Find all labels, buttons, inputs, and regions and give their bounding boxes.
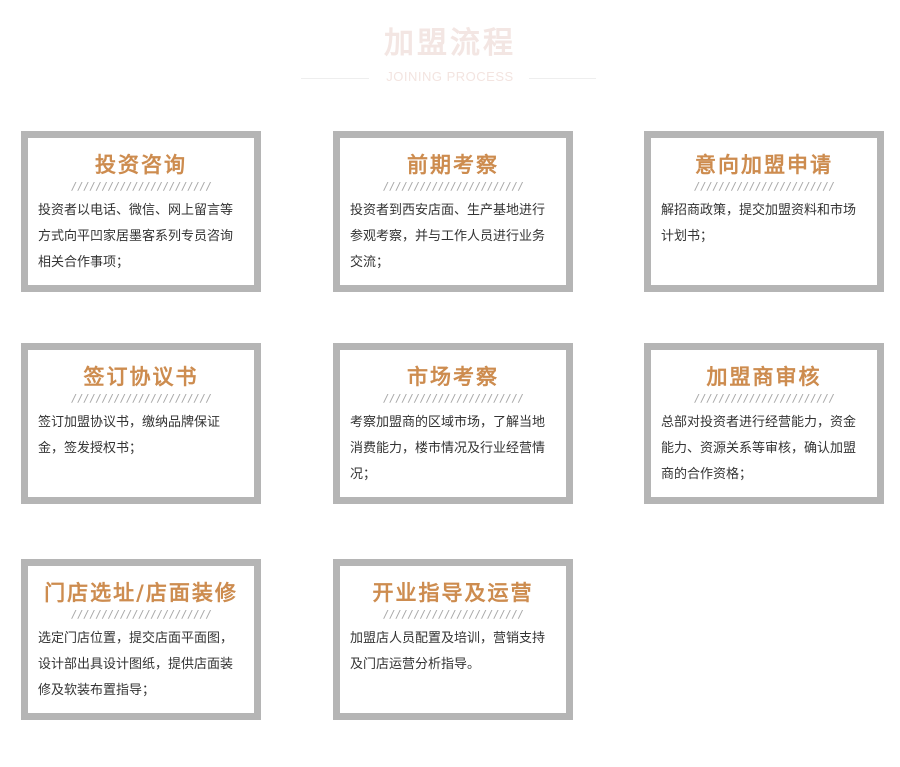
page-title: 加盟流程 [384,26,516,61]
step-description: 加盟店人员配置及培训，营销支持及门店运营分析指导。 [350,631,546,672]
step-card-4: 签订协议书 /////////////////////// 签订加盟协议书，缴纳… [21,343,261,504]
step-title: 签订协议书 [83,365,199,389]
subtitle-divider-left [301,78,369,79]
step-card-7: 门店选址/店面装修 /////////////////////// 选定门店位置… [21,559,261,720]
step-title: 门店选址/店面装修 [44,581,238,605]
step-card-6: 加盟商审核 /////////////////////// 总部对投资者进行经营… [644,343,884,504]
step-title: 意向加盟申请 [695,153,833,177]
step-title: 市场考察 [407,365,499,389]
step-description: 考察加盟商的区域市场，了解当地消费能力，楼市情况及行业经营情况； [350,415,546,482]
step-card-2: 前期考察 /////////////////////// 投资者到西安店面、生产… [333,131,573,292]
step-title: 前期考察 [407,153,499,177]
step-description: 选定门店位置，提交店面平面图，设计部出具设计图纸，提供店面装修及软装布置指导； [38,631,234,698]
step-title: 投资咨询 [95,153,187,177]
step-divider: /////////////////////// [70,608,212,621]
step-card-5: 市场考察 /////////////////////// 考察加盟商的区域市场，… [333,343,573,504]
step-divider: /////////////////////// [70,392,212,405]
step-description: 投资者到西安店面、生产基地进行参观考察，并与工作人员进行业务交流； [350,203,546,270]
step-description: 解招商政策，提交加盟资料和市场计划书； [661,203,857,244]
step-divider: /////////////////////// [382,392,524,405]
step-divider: /////////////////////// [693,392,835,405]
page-header: 加盟流程 JOINING PROCESS [0,24,900,88]
step-card-1: 投资咨询 /////////////////////// 投资者以电话、微信、网… [21,131,261,292]
step-description: 签订加盟协议书，缴纳品牌保证金，签发授权书； [38,415,221,456]
subtitle-row: JOINING PROCESS [0,68,900,88]
step-divider: /////////////////////// [693,180,835,193]
subtitle-divider-right [529,78,596,79]
step-title: 开业指导及运营 [372,581,534,605]
step-title: 加盟商审核 [706,365,822,389]
step-description: 投资者以电话、微信、网上留言等方式向平凹家居墨客系列专员咨询相关合作事项； [38,203,234,270]
step-description: 总部对投资者进行经营能力，资金能力、资源关系等审核，确认加盟商的合作资格； [661,415,857,482]
step-card-3: 意向加盟申请 /////////////////////// 解招商政策，提交加… [644,131,884,292]
step-divider: /////////////////////// [70,180,212,193]
step-divider: /////////////////////// [382,608,524,621]
step-divider: /////////////////////// [382,180,524,193]
page-subtitle: JOINING PROCESS [386,69,514,84]
step-card-8: 开业指导及运营 /////////////////////// 加盟店人员配置及… [333,559,573,720]
